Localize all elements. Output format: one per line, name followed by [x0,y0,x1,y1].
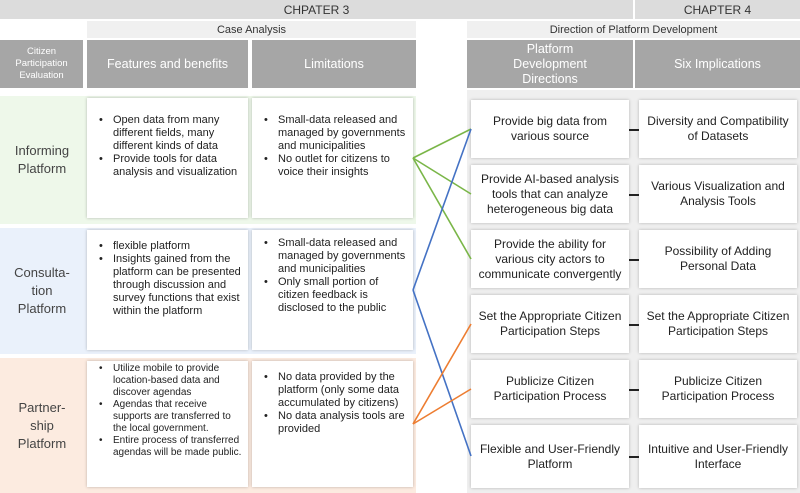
chapter3-header: CHPATER 3 [0,0,633,19]
chapter4-header: CHAPTER 4 [635,0,800,19]
direction-card-1: Provide big data from various source [471,100,629,158]
connector-dash [629,456,639,458]
case-analysis-header: Case Analysis [87,21,416,38]
column-header-features: Features and benefits [87,40,248,88]
partnership-features-card: Utilize mobile to provide location-based… [87,361,248,487]
list-item: Small-data released and managed by gover… [264,237,409,276]
list-item: Provide tools for data analysis and visu… [99,153,242,179]
connection-consultation-to-direction-1 [412,128,472,291]
list-item: Small-data released and managed by gover… [264,114,409,153]
informing-limitations-card: Small-data released and managed by gover… [252,98,413,218]
implication-card-1: Diversity and Compatibility of Datasets [639,100,797,158]
implication-card-4: Set the Appropriate Citizen Participatio… [639,295,797,353]
direction-card-5: Publicize Citizen Participation Process [471,360,629,418]
column-header-limitations: Limitations [252,40,416,88]
consultation-features-card: flexible platform Insights gained from t… [87,230,248,350]
list-item: No data analysis tools are provided [264,410,409,436]
direction-card-4: Set the Appropriate Citizen Participatio… [471,295,629,353]
informing-features-card: Open data from many different fields, ma… [87,98,248,218]
direction-card-6: Flexible and User-Friendly Platform [471,425,629,488]
column-header-implications: Six Implications [635,40,800,88]
list-item: Agendas that receive supports are transf… [99,399,242,435]
implication-card-6: Intuitive and User-Friendly Interface [639,425,797,488]
connection-partnership-to-direction-5 [412,388,472,425]
consultation-limitations-card: Small-data released and managed by gover… [252,230,413,350]
list-item: Open data from many different fields, ma… [99,114,242,153]
connection-informing-to-direction-2 [412,157,472,195]
connector-dash [629,259,639,261]
direction-card-2: Provide AI-based analysis tools that can… [471,165,629,223]
partnership-limitations-card: No data provided by the platform (only s… [252,361,413,487]
list-item: flexible platform [99,240,242,253]
connector-dash [629,129,639,131]
column-header-evaluation: Citizen Participation Evaluation [0,40,83,88]
list-item: No outlet for citizens to voice their in… [264,153,409,179]
implication-card-5: Publicize Citizen Participation Process [639,360,797,418]
list-item: No data provided by the platform (only s… [264,371,409,410]
list-item: Utilize mobile to provide location-based… [99,363,242,399]
connection-partnership-to-direction-4 [412,323,472,425]
connection-informing-to-direction-1 [412,128,472,159]
implication-card-3: Possibility of Adding Personal Data [639,230,797,288]
direction-header: Direction of Platform Development [467,21,800,38]
connector-dash [629,324,639,326]
list-item: Insights gained from the platform can be… [99,253,242,318]
implication-card-2: Various Visualization and Analysis Tools [639,165,797,223]
direction-card-3: Provide the ability for various city act… [471,230,629,288]
list-item: Entire process of transferred agendas wi… [99,435,242,459]
connector-dash [629,194,639,196]
column-header-directions: Platform Development Directions [467,40,633,88]
connector-dash [629,389,639,391]
list-item: Only small portion of citizen feedback i… [264,276,409,315]
